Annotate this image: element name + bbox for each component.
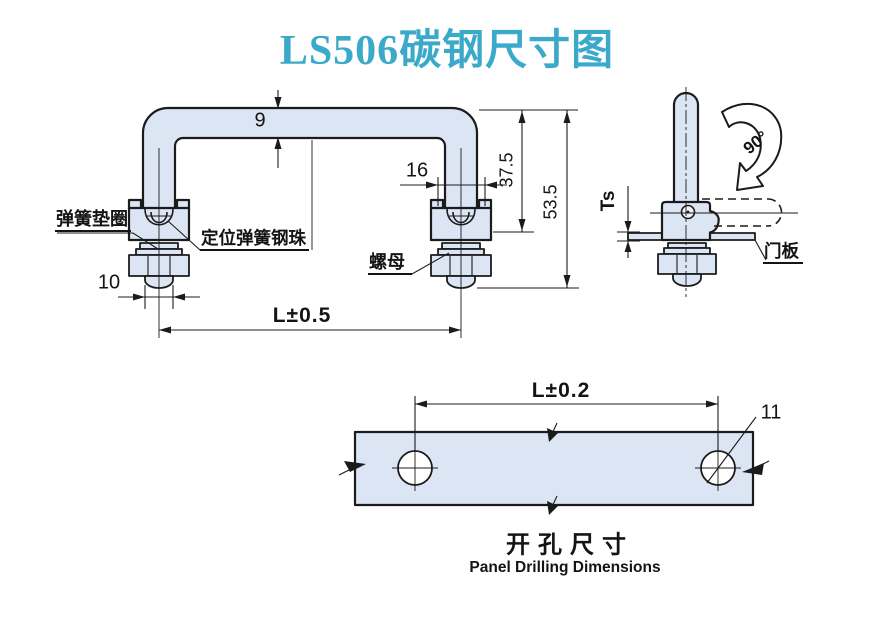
front-view [57,90,579,338]
dim-center-distance: L±0.5 [272,304,332,327]
label-spring-washer: 弹簧垫圈 [55,209,131,232]
label-detent-ball: 定位弹簧钢珠 [200,228,309,251]
dim-hole-diameter: 11 [760,401,782,424]
dim-53-5-lines [477,110,579,289]
dim-10: 10 [97,271,121,294]
page-title: LS506碳钢尺寸图 [279,28,615,74]
panel-drilling-view [338,396,770,515]
dim-37-5: 37.5 [496,152,517,188]
dim-hole-distance: L±0.2 [531,379,591,402]
bracket-side [660,200,720,242]
dim-16-lines [400,177,507,206]
dim-ts-lines [617,186,640,258]
panel-caption-en: Panel Drilling Dimensions [469,559,661,576]
dim-ts: Ts [598,190,619,212]
dim-10-lines [118,285,200,309]
panel-caption-zh: 开孔尺寸 [506,531,634,559]
dim-9: 9 [254,109,266,132]
rotated-handle-outline [702,198,783,227]
dim-37-5-lines [479,109,578,233]
dim-53-5: 53.5 [540,184,561,220]
handle-tube [141,106,479,217]
side-view [617,87,798,297]
rotation-arrow [721,102,783,191]
label-nut: 螺母 [368,252,412,275]
dim-l02-lines [414,396,719,451]
label-door-panel: 门板 [763,241,803,264]
break-marks [338,422,770,515]
handle-grip-side [672,91,700,205]
dim-l05-lines [159,326,461,334]
dim-9-lines [274,90,282,168]
dim-16: 16 [405,159,429,182]
